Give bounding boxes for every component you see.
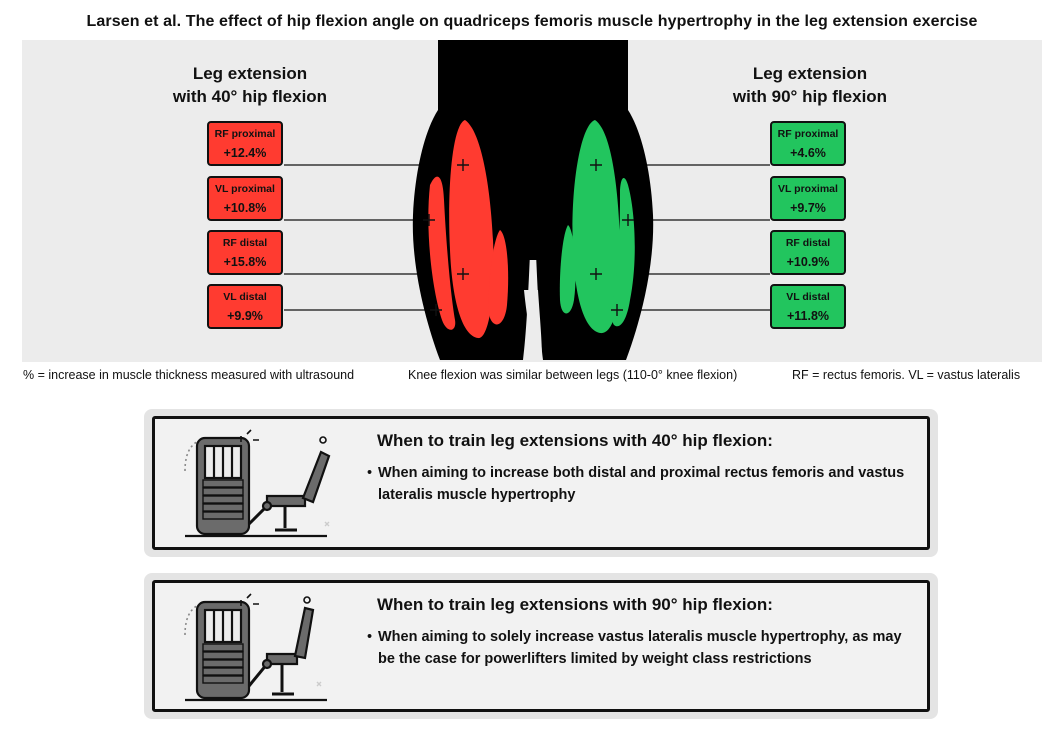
stat-label: VL distal — [223, 291, 267, 303]
right-stat-vl-distal: VL distal +11.8% — [770, 284, 846, 329]
leg-extension-machine-icon — [184, 429, 331, 538]
right-rectus-femoris — [572, 120, 621, 334]
left-heading-line2: with 40° hip flexion — [172, 87, 328, 106]
right-vastus-medialis — [559, 225, 576, 314]
stat-label: VL distal — [786, 291, 830, 303]
stat-label: RF proximal — [777, 128, 839, 140]
stat-value: +9.7% — [790, 201, 826, 215]
bullet-text: When aiming to increase both distal and … — [378, 465, 905, 503]
stat-value: +4.6% — [790, 146, 826, 160]
bullet-text: When aiming to solely increase vastus la… — [378, 629, 902, 667]
footnote-abbreviations: RF = rectus femoris. VL = vastus lateral… — [792, 368, 1021, 382]
left-stat-vl-proximal: VL proximal +10.8% — [207, 176, 283, 221]
card-title: When to train leg extensions with 90° hi… — [377, 595, 773, 614]
right-leg-muscles — [559, 120, 635, 334]
card-frame: When to train leg extensions with 90° hi… — [152, 580, 930, 712]
stat-value: +10.9% — [786, 255, 830, 269]
right-stat-rf-distal: RF distal +10.9% — [770, 230, 846, 275]
card-title: When to train leg extensions with 40° hi… — [377, 431, 773, 450]
left-heading-line1: Leg extension — [192, 64, 308, 83]
stat-value: +9.9% — [227, 309, 263, 323]
stat-value: +11.8% — [786, 309, 830, 323]
left-condition-heading: Leg extension with 40° hip flexion — [140, 62, 360, 108]
bullet-symbol: • — [367, 629, 373, 645]
right-vastus-lateralis — [611, 178, 635, 327]
left-stat-rf-proximal: RF proximal +12.4% — [207, 121, 283, 166]
right-heading-line2: with 90° hip flexion — [732, 87, 888, 106]
stat-label: RF proximal — [214, 128, 276, 140]
recommendation-card-90: When to train leg extensions with 90° hi… — [144, 573, 938, 719]
thighs-illustration — [284, 40, 770, 360]
bullet-symbol: • — [367, 465, 373, 481]
stat-value: +10.8% — [223, 201, 267, 215]
left-stat-vl-distal: VL distal +9.9% — [207, 284, 283, 329]
left-leg-muscles — [428, 120, 509, 339]
right-stat-rf-proximal: RF proximal +4.6% — [770, 121, 846, 166]
stat-label: RF distal — [222, 237, 268, 249]
recommendation-card-40: When to train leg extensions with 40° hi… — [144, 409, 938, 557]
footnote-measurement: % = increase in muscle thickness measure… — [23, 368, 355, 382]
stat-value: +12.4% — [223, 146, 267, 160]
card-bullet: • When aiming to increase both distal an… — [367, 463, 907, 506]
left-stat-rf-distal: RF distal +15.8% — [207, 230, 283, 275]
left-vastus-medialis — [488, 230, 509, 325]
right-stat-vl-proximal: VL proximal +9.7% — [770, 176, 846, 221]
figure-title: Larsen et al. The effect of hip flexion … — [86, 13, 978, 30]
card-frame: When to train leg extensions with 40° hi… — [152, 416, 930, 550]
stat-label: VL proximal — [778, 183, 838, 195]
stat-value: +15.8% — [223, 255, 267, 269]
left-vastus-lateralis — [428, 176, 456, 330]
footnote-knee-flexion: Knee flexion was similar between legs (1… — [408, 368, 738, 382]
right-condition-heading: Leg extension with 90° hip flexion — [700, 62, 920, 108]
leg-extension-machine-icon — [184, 593, 327, 702]
stat-label: RF distal — [785, 237, 831, 249]
card-bullet: • When aiming to solely increase vastus … — [367, 627, 907, 670]
left-rectus-femoris — [449, 120, 494, 339]
right-heading-line1: Leg extension — [752, 64, 868, 83]
stat-label: VL proximal — [215, 183, 275, 195]
measurement-markers — [423, 159, 634, 316]
